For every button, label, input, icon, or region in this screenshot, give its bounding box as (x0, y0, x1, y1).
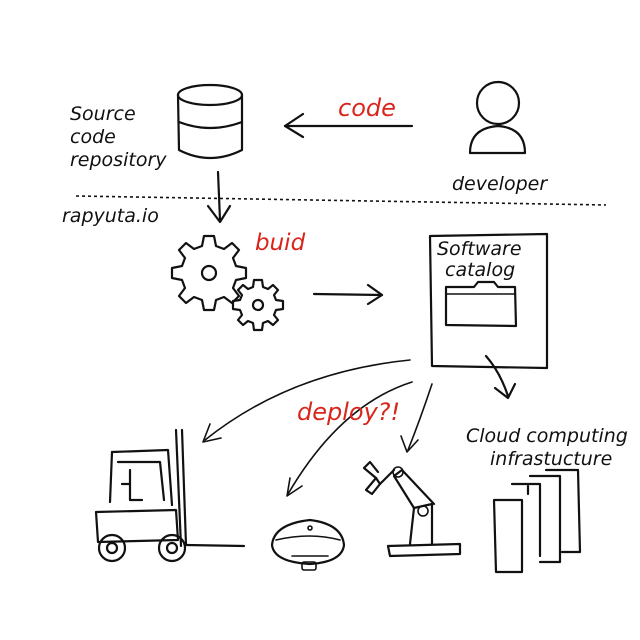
robot-vacuum-icon (270, 518, 346, 571)
deploy-arrows (202, 354, 517, 497)
database-icon (176, 83, 244, 160)
deploy-label: deploy?! (297, 398, 400, 426)
platform-label: rapyuta.io (62, 205, 159, 227)
software-catalog-icon (428, 232, 549, 370)
catalog-label-line1: Software (437, 238, 522, 260)
source-repo-label-line2: code (70, 126, 116, 148)
code-arrow (283, 112, 414, 139)
cloud-label-line2: infrastucture (490, 448, 612, 470)
catalog-label-line2: catalog (445, 259, 515, 281)
source-repo-label: Source code repository (70, 103, 167, 171)
repo-to-build-arrow (206, 170, 232, 224)
forklift-icon (94, 428, 246, 563)
build-label: buid (255, 230, 306, 256)
developer-label: developer (452, 173, 548, 195)
developer-icon (468, 80, 527, 155)
server-rack-icon (492, 468, 582, 574)
source-repo-label-line3: repository (70, 149, 167, 171)
platform-divider (75, 195, 607, 206)
gears-icon (170, 234, 285, 332)
source-repo-label-line1: Source (70, 103, 136, 125)
code-label: code (338, 94, 396, 122)
cloud-label-line1: Cloud computing (466, 425, 628, 447)
build-to-catalog-arrow (312, 283, 384, 306)
robot-arm-icon (362, 460, 462, 558)
